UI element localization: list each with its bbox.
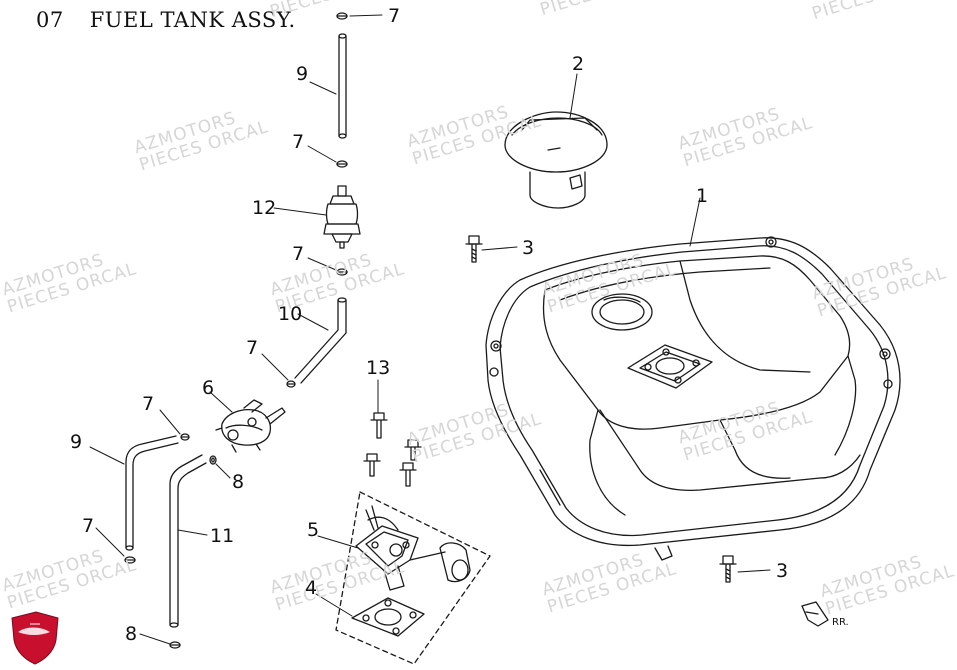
callout-2: 2 — [572, 53, 585, 75]
callout-10: 10 — [278, 303, 303, 325]
callout-13: 13 — [366, 357, 391, 379]
hose-10 — [294, 297, 347, 384]
direction-label: RR. — [832, 617, 849, 628]
direction-arrow-icon — [801, 601, 829, 627]
clip-8-upper — [209, 455, 217, 465]
azmotors-logo-icon — [11, 611, 59, 665]
callout-3: 3 — [776, 560, 789, 582]
callout-6: 6 — [202, 377, 215, 399]
callout-8: 8 — [232, 471, 245, 493]
callout-9: 9 — [296, 63, 309, 85]
section-number: 07 — [36, 8, 64, 32]
clip-8-lower — [169, 641, 181, 649]
clip-top — [336, 12, 348, 20]
bolt-13-group — [363, 412, 422, 487]
callout-8: 8 — [125, 623, 138, 645]
hose-11 — [169, 454, 207, 628]
callout-5: 5 — [307, 519, 320, 541]
callout-7: 7 — [142, 393, 155, 415]
callout-1: 1 — [696, 185, 709, 207]
bolt-top — [465, 235, 483, 263]
leader-lines — [89, 14, 771, 645]
fuel-pump-gasket — [351, 597, 425, 637]
hose-vent-top — [338, 33, 347, 139]
clip-upper — [336, 160, 348, 168]
fuel-cap — [504, 111, 608, 209]
bolt-bottom — [719, 555, 737, 583]
fuel-cock — [215, 399, 286, 453]
callout-7: 7 — [388, 5, 401, 27]
callout-9: 9 — [70, 431, 83, 453]
callout-7: 7 — [246, 337, 259, 359]
callout-7: 7 — [292, 243, 305, 265]
section-title: FUEL TANK ASSY. — [89, 8, 296, 32]
fuel-pump-group — [335, 491, 491, 665]
clip-fuel-cock — [180, 433, 190, 441]
clip-9-left — [124, 556, 136, 564]
fuel-tank — [485, 236, 901, 561]
clip-hose-10 — [286, 380, 296, 388]
fuel-pump — [355, 505, 471, 591]
callout-3: 3 — [522, 237, 535, 259]
callout-7: 7 — [82, 515, 95, 537]
diagram-title: 07 FUEL TANK ASSY. — [36, 8, 296, 32]
callout-12: 12 — [252, 197, 277, 219]
fuel-filter — [323, 185, 361, 249]
clip-middle — [336, 268, 348, 276]
callout-11: 11 — [210, 525, 235, 547]
callout-4: 4 — [305, 577, 318, 599]
callout-7: 7 — [292, 131, 305, 153]
hose-9-left — [125, 435, 179, 551]
